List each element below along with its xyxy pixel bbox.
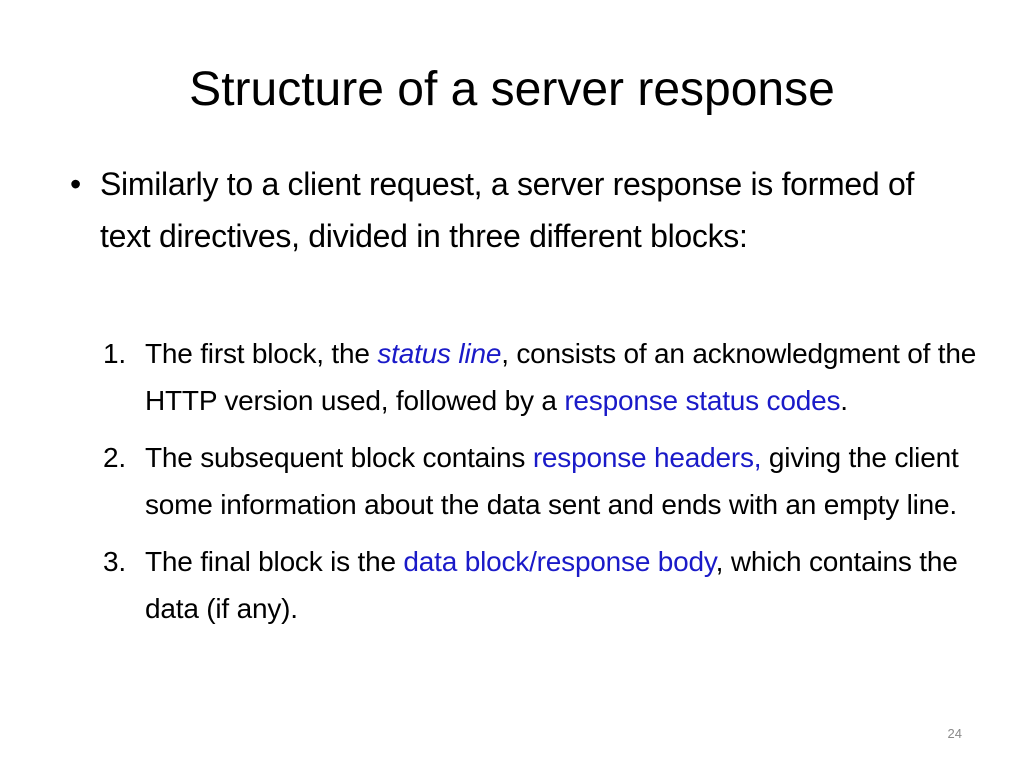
item-text: The subsequent block contains <box>145 442 533 473</box>
item-text: giving the client some information about… <box>145 442 959 520</box>
list-item-3: 3. The final block is the data block/res… <box>103 538 983 632</box>
highlight-response-headers: response headers, <box>532 442 762 473</box>
list-item-1: 1. The first block, the status line, con… <box>103 330 983 424</box>
list-item-number: 2. <box>103 442 126 473</box>
list-item-number: 3. <box>103 546 126 577</box>
item-text: The first block, the <box>145 338 378 369</box>
list-item-number: 1. <box>103 338 126 369</box>
highlight-response-status-codes: response status codes <box>564 385 841 416</box>
item-text: , which contains the data (if any). <box>145 546 958 624</box>
highlight-status-line: status line <box>377 338 502 369</box>
bullet-marker: • <box>70 166 82 202</box>
item-text: . <box>840 385 848 416</box>
main-bullet: • Similarly to a client request, a serve… <box>70 158 970 262</box>
item-text: , consists of an acknowledgment of the H… <box>145 338 977 416</box>
list-item-2: 2. The subsequent block contains respons… <box>103 434 983 528</box>
bullet-text: Similarly to a client request, a server … <box>100 166 915 254</box>
page-number: 24 <box>947 726 962 741</box>
item-text: The final block is the <box>145 546 404 577</box>
numbered-list: 1. The first block, the status line, con… <box>103 330 983 642</box>
highlight-data-block: data block/response body <box>403 546 716 577</box>
slide-title: Structure of a server response <box>189 63 835 116</box>
